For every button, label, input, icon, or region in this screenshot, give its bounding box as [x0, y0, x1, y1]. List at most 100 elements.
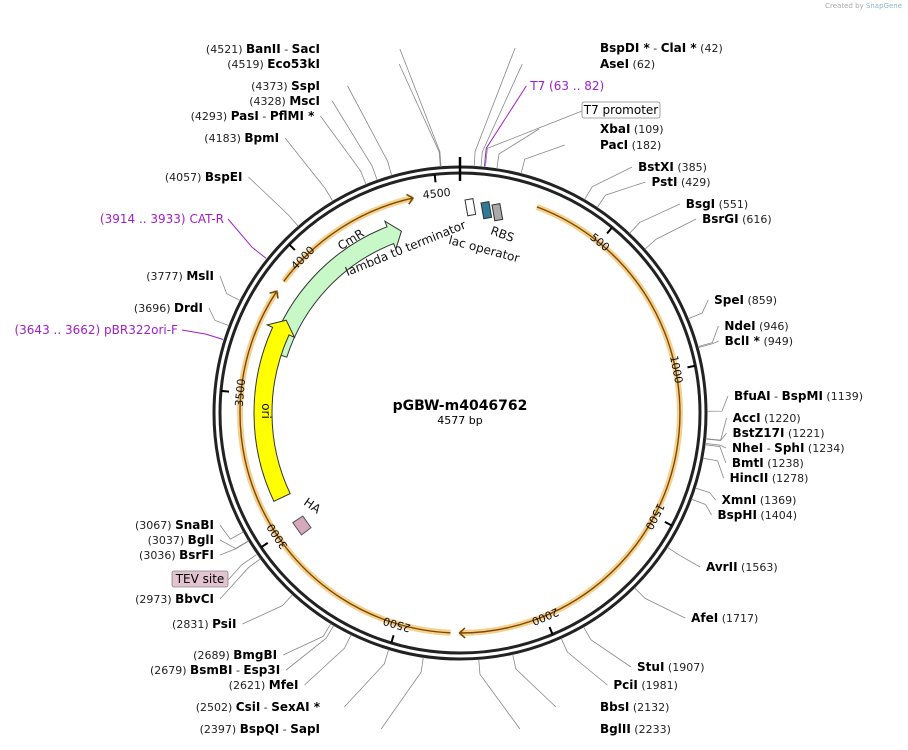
snapgene-credit: Created by SnapGene — [825, 2, 902, 10]
primer-name: CAT-R — [189, 212, 224, 226]
site-leader-line — [344, 649, 390, 708]
site-leader-line — [629, 203, 680, 234]
restriction-site-label: AvrII (1563) — [706, 560, 778, 574]
site-leader-line — [691, 498, 712, 516]
site-position: (2831) — [172, 618, 209, 631]
restriction-site-label: StuI (1907) — [637, 660, 704, 674]
restriction-site-label: (4519) Eco53kI — [227, 57, 320, 71]
enzyme-name: SnaBI — [175, 518, 214, 532]
restriction-site-label: (2621) MfeI — [229, 678, 299, 692]
credit-brand: SnapGene — [865, 2, 902, 10]
feature-box-label: T7 promoter — [583, 103, 659, 117]
site-position: (949) — [763, 335, 793, 348]
restriction-site-label: BsgI (551) — [686, 197, 748, 211]
enzyme-isoschizomer-name: PflMI * — [270, 109, 315, 123]
tick-mark — [260, 542, 269, 549]
site-leader-line — [560, 638, 608, 686]
primer-leader-line — [483, 85, 527, 167]
restriction-site-label: (4521) BanII - SacI — [206, 42, 320, 56]
site-position: (2621) — [229, 679, 266, 692]
site-position: (3067) — [135, 519, 172, 532]
tick-label: 4500 — [422, 186, 451, 202]
label-spacer: - — [650, 42, 661, 55]
feature-leader-line — [485, 110, 583, 167]
site-position: (1238) — [767, 457, 804, 470]
site-leader-line — [380, 657, 424, 730]
site-position: (946) — [759, 320, 789, 333]
label-spacer: - — [259, 110, 270, 123]
enzyme-name: BpmI — [244, 131, 279, 145]
enzyme-isoschizomer-name: SexAI * — [271, 700, 320, 714]
site-layer: BspDI * - ClaI * (42)AseI (62)XbaI (109)… — [14, 41, 863, 736]
enzyme-name: BspHI — [718, 508, 757, 522]
tick-mark — [390, 635, 395, 644]
site-position: (4519) — [227, 58, 264, 71]
enzyme-name: BspDI * — [600, 41, 650, 55]
site-position: (1369) — [760, 494, 797, 507]
restriction-site-label: (3777) MslI — [146, 269, 214, 283]
tick-mark — [606, 226, 613, 235]
enzyme-name: BspQI — [240, 722, 280, 736]
orf-arc-upper-core — [283, 197, 414, 282]
site-leader-line — [331, 100, 378, 181]
tick-mark — [664, 520, 673, 527]
enzyme-name: BstXI — [638, 160, 674, 174]
label-spacer: - — [279, 723, 290, 736]
orf-arc-main-arrowhead — [458, 627, 466, 639]
enzyme-name: SpeI — [714, 293, 744, 307]
enzyme-name: BsrGI — [702, 212, 739, 226]
primer-range: (63 .. 82) — [549, 79, 604, 93]
tick-label: 3500 — [233, 378, 249, 407]
site-leader-line — [248, 176, 299, 227]
site-position: (2679) — [150, 664, 187, 677]
enzyme-name: StuI — [637, 660, 664, 674]
restriction-site-label: BspDI * - ClaI * (42) — [600, 41, 723, 55]
restriction-site-label: (2397) BspQI - SapI — [200, 722, 320, 736]
site-leader-line — [705, 432, 727, 441]
restriction-site-label: BclI * (949) — [725, 334, 793, 348]
enzyme-name: PsiI — [212, 617, 236, 631]
site-leader-line — [644, 218, 697, 250]
enzyme-name: BsrFI — [179, 548, 214, 562]
enzyme-isoschizomer-name: SacI — [292, 42, 320, 56]
enzyme-name: BglII — [600, 722, 631, 736]
site-position: (1220) — [764, 412, 801, 425]
ori-label: ori — [259, 403, 273, 419]
enzyme-isoschizomer-name: ClaI * — [661, 41, 698, 55]
site-leader-line — [219, 275, 241, 301]
site-position: (4373) — [251, 80, 288, 93]
enzyme-name: PstI — [652, 175, 678, 189]
site-leader-line — [473, 47, 516, 167]
enzyme-isoschizomer-name: SphI — [774, 441, 804, 455]
site-position: (1563) — [741, 561, 778, 574]
site-position: (2132) — [633, 701, 670, 714]
restriction-site-label: (4293) PasI - PflMI * — [191, 109, 316, 123]
site-position: (2502) — [196, 701, 233, 714]
enzyme-name: BspEI — [205, 170, 243, 184]
site-leader-line — [285, 625, 335, 671]
enzyme-name: AseI — [600, 57, 629, 71]
site-position: (4293) — [191, 110, 228, 123]
site-leader-line — [208, 307, 230, 327]
primer-name: pBR322ori-F — [104, 323, 178, 337]
site-leader-line — [695, 487, 716, 501]
site-leader-line — [583, 626, 632, 668]
label-spacer: - — [763, 442, 774, 455]
site-position: (3777) — [146, 270, 183, 283]
enzyme-name: XmnI — [722, 493, 757, 507]
tick-mark — [548, 626, 554, 635]
site-leader-line — [284, 137, 334, 202]
orf-arc-upper-arrowhead — [406, 193, 415, 205]
site-position: (4521) — [206, 43, 243, 56]
site-leader-line — [320, 115, 367, 185]
site-leader-line — [219, 558, 261, 600]
site-position: (109) — [634, 123, 664, 136]
enzyme-name: Eco53kI — [267, 57, 320, 71]
restriction-site-label: (3036) BsrFI — [139, 548, 214, 562]
enzyme-isoschizomer-name: Esp3I — [243, 663, 280, 677]
site-position: (3037) — [148, 534, 185, 547]
primer-label: (3914 .. 3933) CAT-R — [100, 212, 224, 226]
plasmid-length: 4577 bp — [437, 414, 482, 427]
site-leader-line — [520, 144, 565, 174]
restriction-site-label: AfeI (1717) — [691, 611, 758, 625]
